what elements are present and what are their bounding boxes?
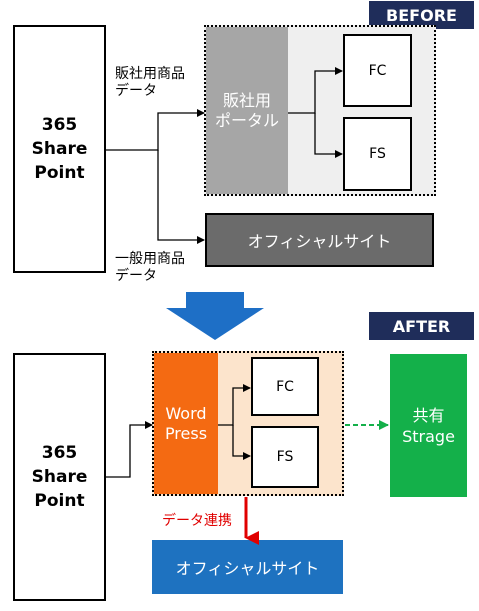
dealer-portal-box: 販社用 ポータル — [206, 27, 288, 194]
sharepoint-box-before: 365 Share Point — [13, 25, 106, 273]
data-label-dealer: 販社用商品 データ — [115, 66, 185, 99]
connector-sharepoint-portal — [106, 109, 205, 151]
shared-storage-label: 共有 Strage — [402, 405, 455, 446]
sharepoint-label-before: 365 Share Point — [31, 115, 88, 183]
fc-label-before: FC — [368, 62, 387, 79]
connector-wordpress-fs — [232, 425, 251, 460]
wordpress-label: Word Press — [164, 403, 208, 443]
fc-box-after: FC — [251, 357, 319, 416]
down-arrow-icon — [166, 292, 264, 340]
official-site-before: オフィシャルサイト — [205, 213, 434, 267]
fc-label-after: FC — [276, 378, 294, 395]
sharepoint-box-after: 365 Share Point — [13, 353, 106, 601]
fs-label-before: FS — [369, 146, 386, 162]
connector-portal-fs — [314, 113, 343, 158]
fc-box-before: FC — [343, 34, 412, 107]
official-site-before-label: オフィシャルサイト — [247, 232, 392, 251]
connector-wordpress-fc — [218, 384, 251, 426]
wordpress-box: Word Press — [154, 353, 218, 494]
connector-portal-fc — [288, 67, 343, 114]
before-badge: BEFORE — [369, 1, 474, 29]
data-label-general: 一般用商品 データ — [115, 251, 185, 284]
official-site-after-label: オフィシャルサイト — [175, 559, 320, 578]
fs-label-after: FS — [276, 449, 294, 465]
official-site-after: オフィシャルサイト — [152, 540, 343, 594]
fs-box-before: FS — [343, 117, 412, 191]
before-badge-label: BEFORE — [386, 5, 457, 25]
connector-sharepoint-wordpress — [106, 421, 153, 478]
after-badge-label: AFTER — [392, 316, 451, 336]
data-link-label: データ連携 — [162, 513, 232, 529]
connector-sharepoint-site — [157, 150, 205, 244]
shared-storage-box: 共有 Strage — [390, 354, 467, 497]
fs-box-after: FS — [251, 426, 319, 488]
sharepoint-label-after: 365 Share Point — [31, 443, 88, 511]
dealer-portal-label: 販社用 ポータル — [214, 90, 279, 130]
after-badge: AFTER — [369, 312, 474, 340]
